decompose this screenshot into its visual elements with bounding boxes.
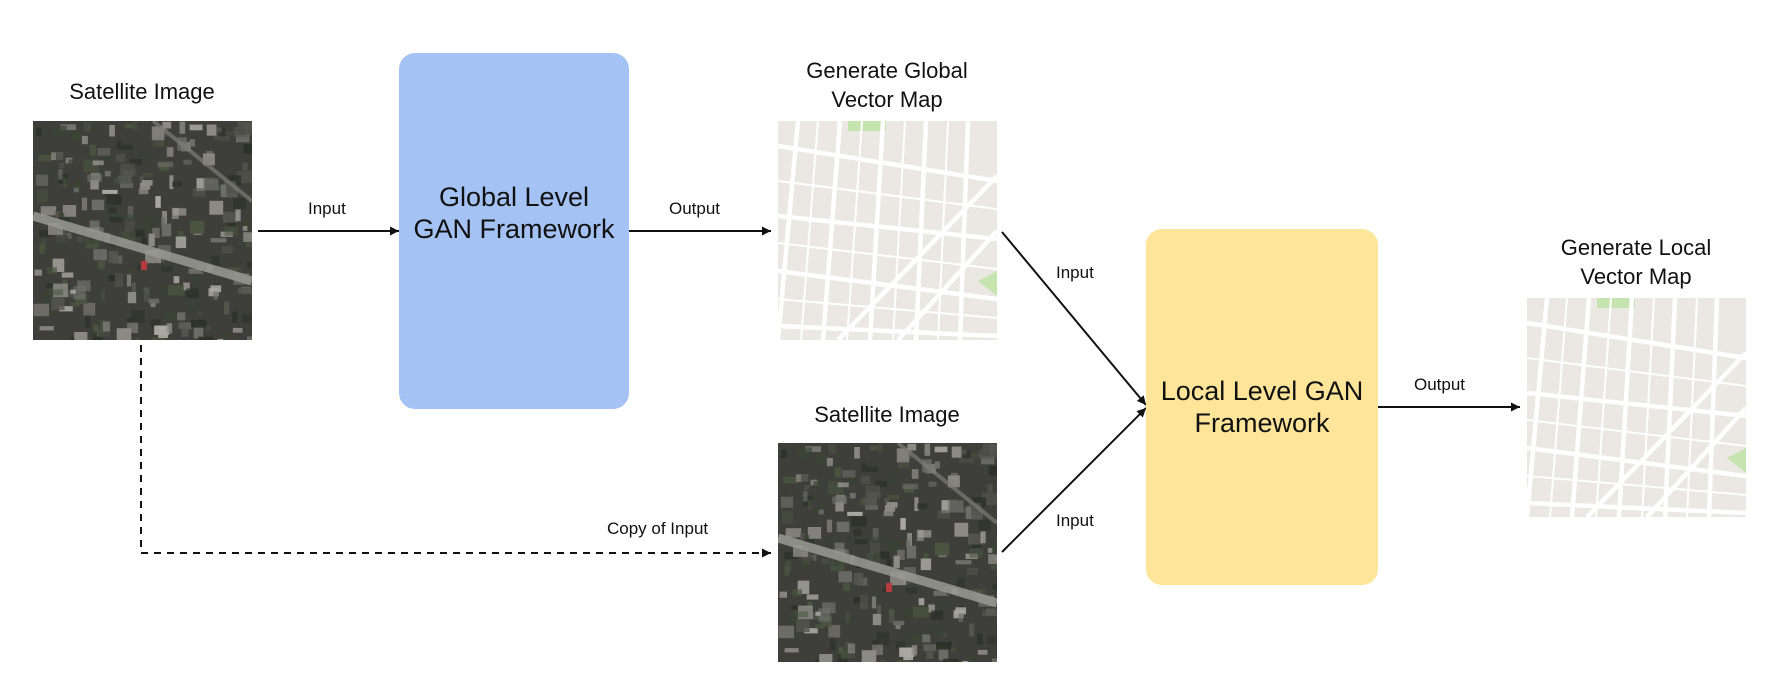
satellite-image-title: Satellite Image bbox=[69, 79, 215, 104]
local-gan-label: Local Level GAN Framework bbox=[1160, 376, 1364, 438]
arrow-satellite-to-local bbox=[1001, 407, 1147, 553]
satellite-image-icon bbox=[33, 121, 252, 340]
global-vector-map-icon bbox=[778, 121, 997, 340]
arrow-copy-of-input bbox=[140, 345, 771, 558]
arrow-map-to-local bbox=[1001, 231, 1147, 406]
local-gan-box: Local Level GAN Framework bbox=[1146, 229, 1378, 585]
local-vector-map-icon bbox=[1527, 298, 1746, 517]
satellite-image-copy-icon bbox=[778, 443, 997, 662]
satellite-image-copy-title: Satellite Image bbox=[814, 402, 960, 427]
edge-label-copy-of-input: Copy of Input bbox=[607, 519, 709, 538]
edge-label-input-global: Input bbox=[308, 199, 346, 218]
global-vector-map-title: Generate Global Vector Map bbox=[806, 58, 968, 112]
global-gan-label: Global Level GAN Framework bbox=[413, 182, 615, 244]
edge-label-output-global: Output bbox=[669, 199, 721, 218]
edge-label-input-map: Input bbox=[1056, 263, 1094, 282]
local-vector-map-title: Generate Local Vector Map bbox=[1560, 235, 1712, 289]
edge-label-input-satellite: Input bbox=[1056, 511, 1094, 530]
edge-label-output-local: Output bbox=[1414, 375, 1466, 394]
global-gan-box: Global Level GAN Framework bbox=[399, 53, 629, 409]
